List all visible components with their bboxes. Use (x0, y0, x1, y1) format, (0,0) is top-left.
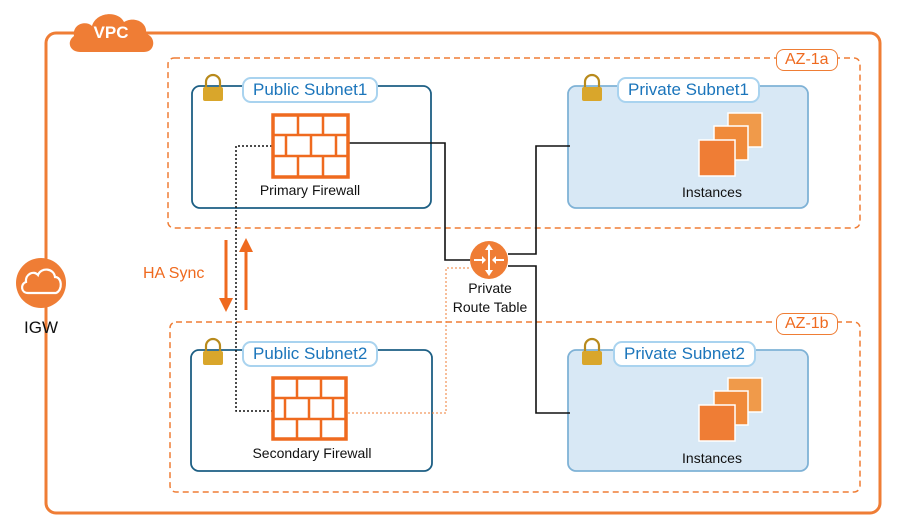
lock-icon-public-subnet-1 (203, 73, 223, 101)
instances-icon-az1a (698, 112, 763, 177)
link-router-to-private-subnet-2 (508, 265, 570, 414)
instances-label-az1b: Instances (682, 450, 742, 466)
instances-label-az1a: Instances (682, 184, 742, 200)
az-1a-label: AZ-1a (776, 49, 838, 71)
secondary-firewall-icon (271, 376, 348, 441)
ha-sync-label: HA Sync (143, 265, 205, 282)
secondary-firewall-label: Secondary Firewall (252, 445, 372, 461)
secondary-firewall-route-link (348, 267, 470, 414)
primary-firewall-label: Primary Firewall (259, 182, 361, 198)
network-connections (348, 142, 570, 414)
route-table-label-line1: Private (468, 280, 512, 296)
public-subnet-1-label: Public Subnet1 (242, 77, 379, 103)
private-subnet-1-label: Private Subnet1 (617, 77, 760, 103)
az-1b-boundary (169, 321, 861, 493)
vpc-label: VPC (93, 23, 129, 42)
az-1b-label: AZ-1b (776, 313, 838, 335)
private-subnet-2-label: Private Subnet2 (613, 341, 756, 367)
route-table-label-line2: Route Table (452, 299, 528, 315)
az-1a-boundary (167, 57, 861, 229)
lock-icon-private-subnet-1 (582, 73, 602, 101)
router-icon (470, 241, 508, 279)
lock-icon-public-subnet-2 (203, 337, 223, 365)
link-primary-firewall-to-router (348, 142, 470, 261)
instances-icon-az1b (698, 377, 763, 442)
igw-icon (16, 258, 66, 308)
ha-sync-arrows-icon (219, 238, 253, 312)
primary-firewall-icon (271, 113, 350, 179)
lock-icon-private-subnet-2 (582, 337, 602, 365)
link-router-to-private-subnet-1 (508, 145, 570, 255)
vpc-cloud-icon (69, 14, 154, 52)
ha-dotted-link (235, 145, 272, 412)
igw-label: IGW (24, 318, 58, 337)
public-subnet-2-label: Public Subnet2 (242, 341, 379, 367)
